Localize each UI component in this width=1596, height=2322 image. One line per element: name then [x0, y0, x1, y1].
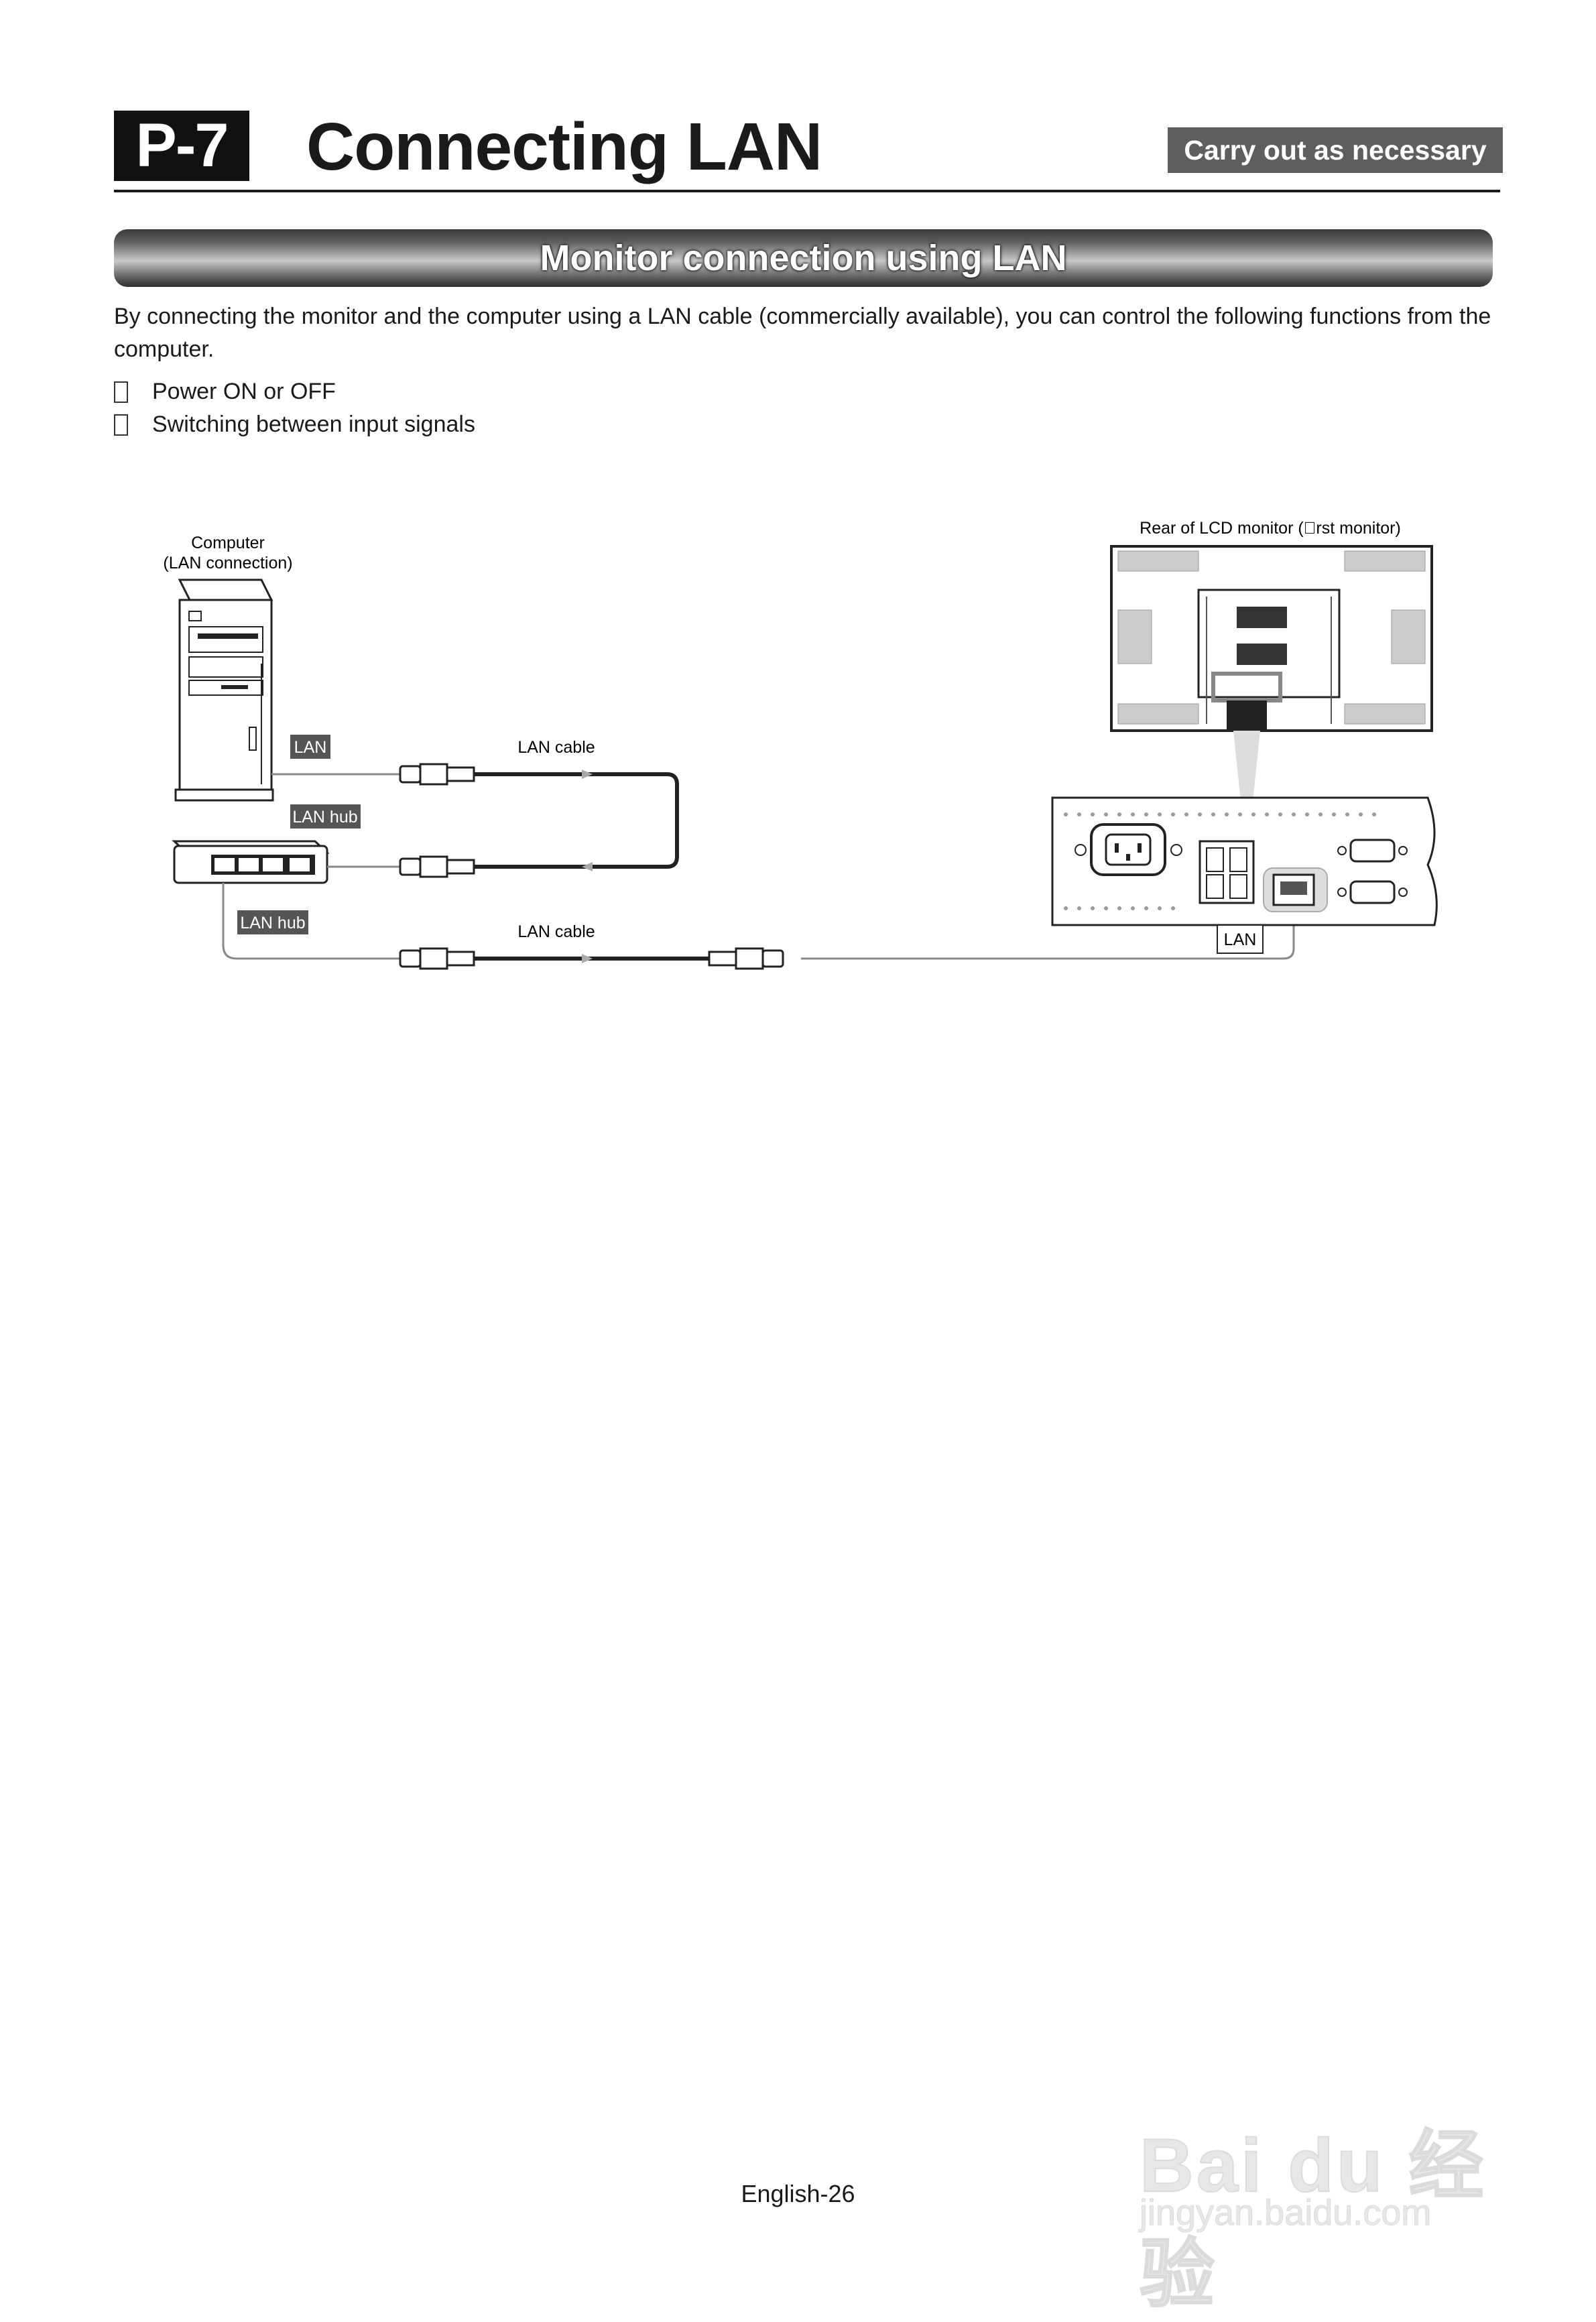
- monitor-label: Rear of LCD monitor ( rst monitor): [1140, 519, 1401, 538]
- svg-text:LAN: LAN: [1224, 930, 1257, 949]
- section-banner: Monitor connection using LAN: [114, 229, 1493, 287]
- lan-hub-tag-upper: LAN hub: [290, 804, 361, 829]
- list-item: Switching between input signals: [114, 408, 475, 441]
- terminal-panel-icon: [1051, 796, 1438, 926]
- monitor-rear-icon: [1110, 545, 1433, 732]
- watermark-url: jingyan.baidu.com: [1139, 2193, 1432, 2234]
- bullet-box-icon: [114, 414, 128, 436]
- lan-cable-upper: [399, 763, 679, 878]
- list-item: Power ON or OFF: [114, 375, 475, 408]
- computer-label-line2: (LAN connection): [163, 554, 292, 572]
- lan-hub-icon: [172, 840, 330, 884]
- page-title: Connecting LAN: [306, 109, 822, 184]
- connection-diagram: Computer (LAN connection) LAN LAN hub LA…: [163, 519, 1438, 970]
- lan-cable-lower: [399, 908, 1295, 970]
- lan-port-tag: LAN: [1217, 924, 1264, 954]
- list-item-label: Power ON or OFF: [152, 379, 336, 404]
- page-header: P-7 Connecting LAN Carry out as necessar…: [114, 109, 1503, 191]
- intro-paragraph: By connecting the monitor and the comput…: [114, 304, 1491, 362]
- lan-cable-label-lower: LAN cable: [517, 922, 595, 941]
- lan-tag-computer: LAN: [290, 735, 330, 759]
- lan-hub-tag-lower: LAN hub: [237, 910, 308, 934]
- list-item-label: Switching between input signals: [152, 412, 475, 437]
- section-tag: P-7: [114, 111, 249, 181]
- bullet-box-icon: [114, 381, 128, 403]
- svg-text:LAN hub: LAN hub: [240, 914, 305, 932]
- lan-cable-label-upper: LAN cable: [517, 738, 595, 757]
- svg-text:LAN hub: LAN hub: [292, 808, 357, 827]
- computer-label-line1: Computer: [191, 534, 265, 552]
- computer-tower-icon: [174, 578, 274, 802]
- necessity-badge: Carry out as necessary: [1168, 127, 1503, 173]
- page-number: English-26: [741, 2180, 855, 2207]
- header-rule: [114, 190, 1500, 192]
- function-list: Power ON or OFF Switching between input …: [114, 375, 475, 441]
- svg-text:LAN: LAN: [294, 738, 327, 757]
